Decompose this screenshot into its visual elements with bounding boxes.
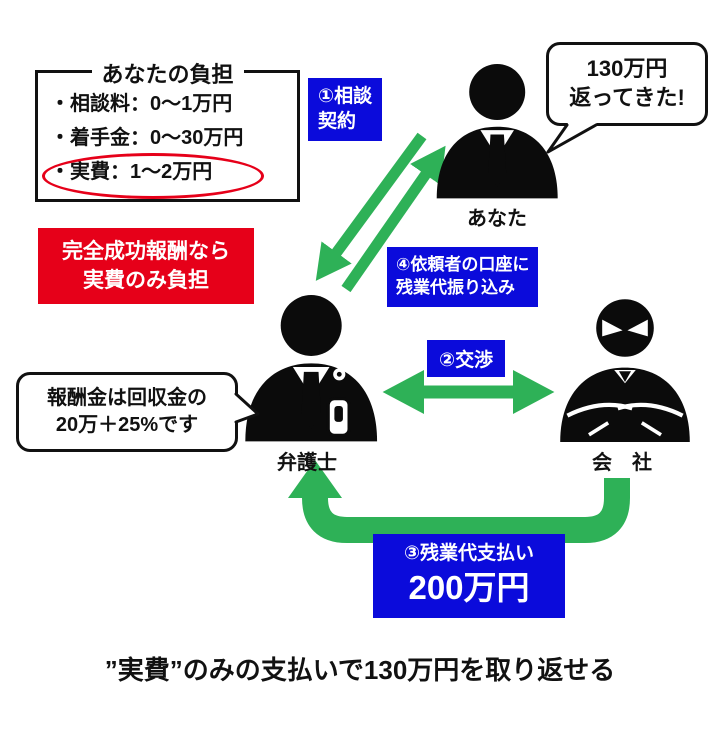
arrow-to-lawyer <box>315 132 427 281</box>
burden-item-consult-fee: ・相談料：0～1万円 <box>50 93 233 115</box>
company-arm-right <box>617 402 684 418</box>
lawyer-avatar <box>245 295 378 442</box>
lawyer-collar <box>292 366 330 397</box>
step2-negotiation-label: ②交渉 <box>427 340 506 377</box>
red-note-line1: 完全成功報酬なら <box>62 239 230 263</box>
you-bubble-line2: 返ってきた! <box>569 85 685 110</box>
red-note: 完全成功報酬なら 実費のみ負担 <box>38 228 254 304</box>
you-body <box>436 126 558 199</box>
burden-box-title: あなたの負担 <box>91 57 244 89</box>
lawyer-body <box>245 363 378 442</box>
company-tie-knot <box>619 371 631 382</box>
lawyer-speech-bubble: 報酬金は回収金の 20万＋25%です <box>16 372 238 452</box>
red-note-line2: 実費のみ負担 <box>83 269 209 292</box>
step3-payment-label: ③残業代支払い 200万円 <box>373 534 565 618</box>
step1-line1: ①相談 <box>318 86 373 107</box>
company-cuff-right <box>640 421 662 437</box>
company-arm-left <box>566 402 633 418</box>
step3-line1: ③残業代支払い <box>403 543 535 564</box>
company-eye-right <box>627 319 648 337</box>
company-cuff-left <box>588 421 610 437</box>
step1-consult-contract-label: ①相談 契約 <box>308 78 383 142</box>
company-avatar <box>560 299 690 442</box>
lawyer-bubble-line1: 報酬金は回収金の <box>47 387 207 409</box>
company-head <box>596 299 654 357</box>
lawyer-file-detail <box>334 406 343 422</box>
you-bubble-line1: 130万円 <box>586 56 668 82</box>
company-collar <box>614 370 636 384</box>
company-label: 会 社 <box>592 452 652 474</box>
bottom-caption: ”実費”のみの支払いで130万円を取り返せる <box>104 655 616 685</box>
you-avatar <box>436 64 558 199</box>
lawyer-tie <box>301 371 321 430</box>
step3-amount: 200万円 <box>408 568 530 606</box>
company-body <box>560 367 690 442</box>
you-tie <box>488 134 507 188</box>
step4-line1: ④依頼者の口座に <box>396 255 530 274</box>
lawyer-file-icon <box>326 397 351 437</box>
step4-deposit-label: ④依頼者の口座に 残業代振り込み <box>387 247 539 307</box>
expenses-highlight-ellipse <box>42 153 264 199</box>
step1-line2: 契約 <box>318 110 357 132</box>
lawyer-bubble-line2: 20万＋25%です <box>55 414 199 436</box>
lawyer-head <box>280 295 342 356</box>
lawyer-badge-icon <box>333 368 346 381</box>
you-speech-bubble: 130万円 返ってきた! <box>546 42 708 126</box>
lawyer-label: 弁護士 <box>277 452 337 474</box>
you-head <box>469 64 526 120</box>
burden-item-retainer-fee: ・着手金：0～30万円 <box>50 127 244 149</box>
step4-line2: 残業代振り込み <box>396 277 515 297</box>
company-eye-left <box>602 319 623 337</box>
burden-box: あなたの負担 ・相談料：0～1万円 ・着手金：0～30万円 ・実費：1～2万円 <box>35 57 300 202</box>
lawyer-badge-center <box>336 371 342 377</box>
you-label: あなた <box>467 208 527 230</box>
you-collar <box>480 130 514 157</box>
